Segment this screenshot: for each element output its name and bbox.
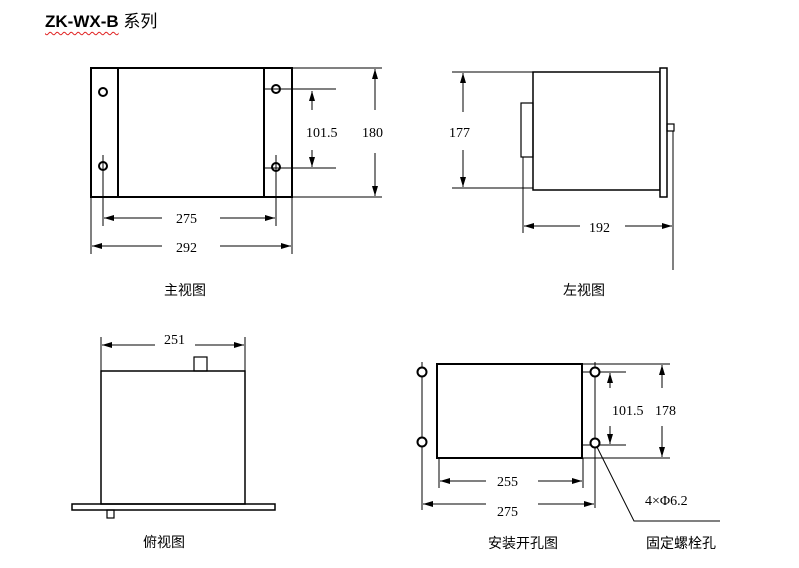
cutout-view	[416, 362, 720, 522]
side-view-caption: 左视图	[563, 283, 605, 299]
hole-leader-line	[594, 442, 720, 522]
front-view	[90, 67, 382, 254]
dim-cutout-height: 178	[655, 404, 676, 419]
front-view-caption: 主视图	[164, 283, 206, 299]
mount-hole	[98, 87, 108, 97]
dim-cutout-width: 255	[497, 475, 518, 490]
series-label: 系列	[123, 12, 158, 32]
dim-cutout-hole-spacing-v: 101.5	[612, 404, 644, 419]
mount-hole	[416, 366, 428, 378]
top-view-caption: 俯视图	[143, 535, 185, 551]
side-view	[452, 67, 675, 270]
document-title: ZK-WX-B 系列	[45, 7, 157, 32]
dim-cutout-hole-spacing-h: 275	[497, 505, 518, 520]
front-body	[90, 67, 293, 198]
dim-width: 292	[176, 241, 197, 256]
dim-hole-spacing-v: 101.5	[306, 126, 338, 141]
hole-label: 固定螺栓孔	[646, 536, 716, 552]
hole-note: 4×Φ6.2	[645, 494, 688, 509]
mount-hole	[416, 436, 428, 448]
top-view	[71, 337, 276, 519]
mount-hole	[589, 366, 601, 378]
dim-hole-spacing-h: 275	[176, 212, 197, 227]
dim-side-height: 177	[449, 126, 470, 141]
dim-top-width: 251	[164, 333, 185, 348]
dim-height: 180	[362, 126, 383, 141]
model-name: ZK-WX-B	[45, 12, 119, 31]
cutout-view-caption: 安装开孔图	[488, 536, 558, 552]
mount-hole	[589, 437, 601, 449]
dim-depth: 192	[589, 221, 610, 236]
